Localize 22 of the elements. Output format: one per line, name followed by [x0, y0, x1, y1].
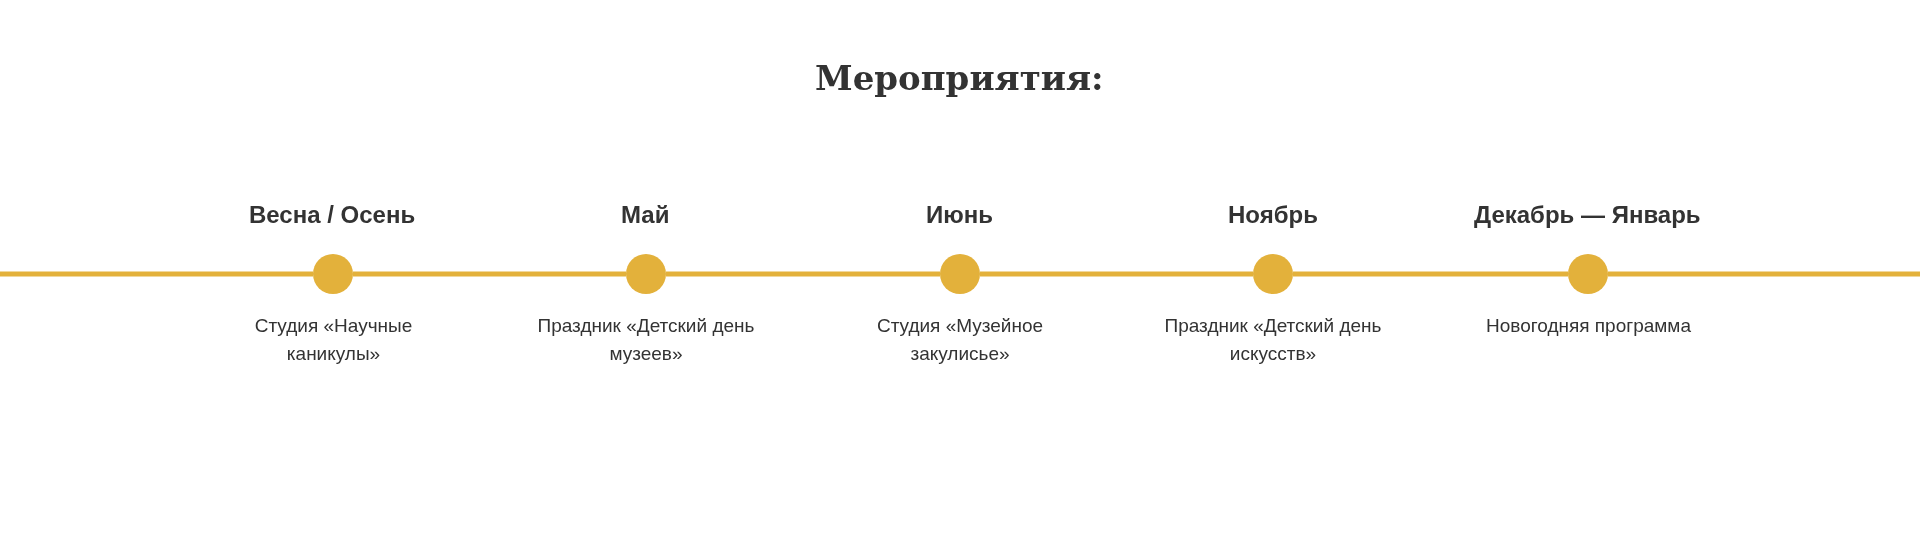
date-heading: Июнь: [926, 200, 994, 230]
timeline-line: [666, 271, 940, 277]
timeline-dot: [626, 254, 666, 294]
date-heading: Весна / Осень: [249, 200, 417, 230]
timeline-dot: [1568, 254, 1608, 294]
timeline-dot: [313, 254, 353, 294]
timeline-line: [353, 271, 626, 277]
timeline-line: [980, 271, 1253, 277]
date-heading: Декабрь — Январь: [1474, 200, 1702, 230]
timeline-line: [0, 271, 313, 277]
event-description: Праздник «Детский день музеев»: [537, 314, 755, 366]
date-heading: Май: [621, 200, 671, 230]
event-description: Праздник «Детский день искусств»: [1164, 314, 1382, 366]
date-heading: Ноябрь: [1228, 200, 1319, 230]
diagram-title: Мероприятия:: [815, 58, 1105, 98]
event-description: Студия «Музейное закулисье»: [876, 314, 1044, 366]
timeline-dot: [1253, 254, 1293, 294]
event-description: Студия «Научные каникулы»: [254, 314, 413, 366]
timeline-line: [1293, 271, 1568, 277]
event-description: Новогодняя программа: [1485, 314, 1692, 338]
timeline-dot: [940, 254, 980, 294]
timeline-line: [1608, 271, 1920, 277]
